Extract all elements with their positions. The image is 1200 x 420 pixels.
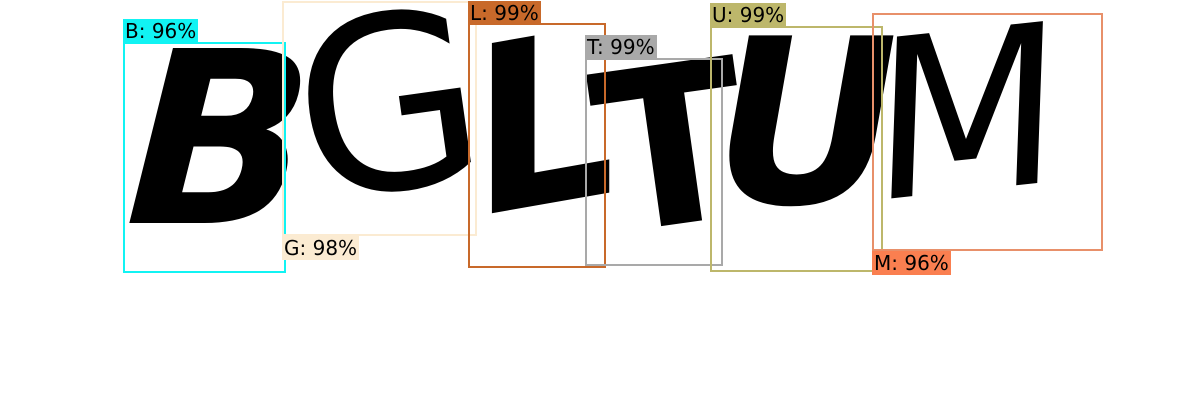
- bbox-t: [585, 58, 723, 266]
- label-m: M: 96%: [872, 251, 951, 275]
- label-b: B: 96%: [123, 19, 199, 43]
- label-l: L: 99%: [468, 1, 541, 25]
- bbox-m: [872, 13, 1103, 251]
- bbox-b: [123, 42, 286, 273]
- label-u: U: 99%: [710, 3, 787, 27]
- bbox-g: [282, 1, 477, 236]
- label-t: T: 99%: [585, 35, 657, 59]
- label-g: G: 98%: [282, 236, 360, 260]
- bbox-u: [710, 26, 883, 272]
